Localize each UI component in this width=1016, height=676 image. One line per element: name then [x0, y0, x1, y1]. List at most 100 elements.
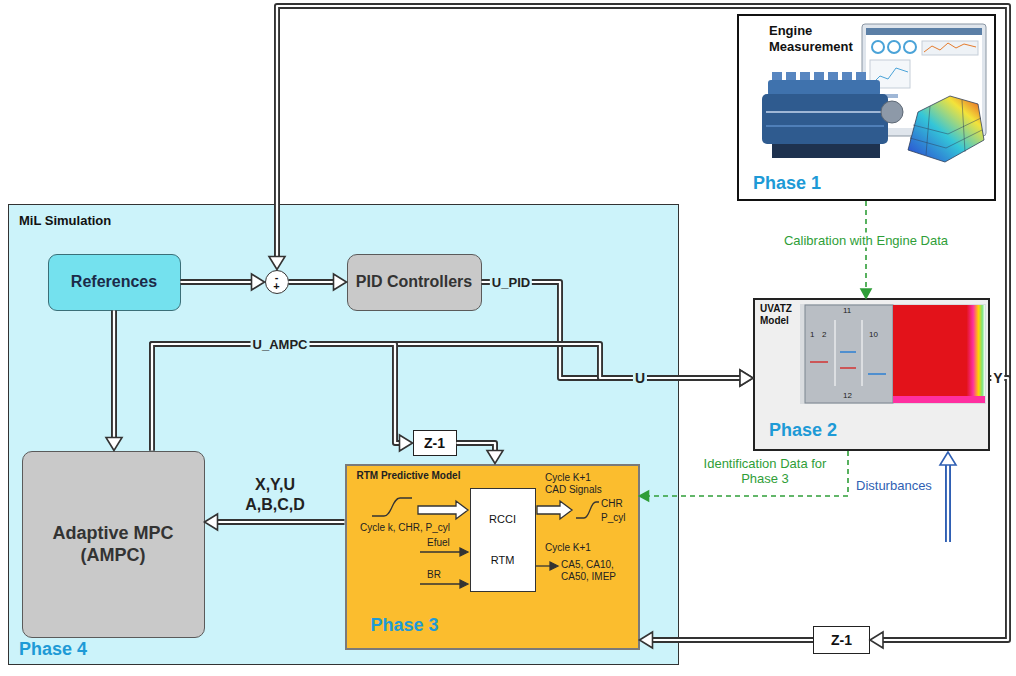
zone-model-illustration: [805, 305, 893, 403]
connector: [152, 344, 753, 451]
engine-illustration: [766, 111, 884, 113]
connector-line: [111, 311, 117, 441]
signal-name: Cycle K+1: [545, 542, 591, 553]
node-title: Engine Measurement: [769, 23, 864, 55]
engine-illustration: [842, 72, 852, 81]
connector-label: X,Y,U A,B,C,D: [233, 475, 317, 515]
node-title: UVATZ Model: [760, 303, 804, 327]
signal-arrows: [372, 498, 412, 516]
connector-line: [646, 451, 849, 496]
engine-illustration: [762, 72, 903, 158]
connector-line: [880, 378, 1008, 640]
node-title: -: [275, 273, 279, 282]
arrowhead: [640, 491, 649, 501]
connector: [205, 514, 345, 530]
engine-illustration: [800, 72, 810, 81]
connector-line: [152, 344, 743, 451]
zone-number: 11: [843, 306, 851, 315]
arrowhead: [106, 438, 122, 451]
node-title: MiL Simulation: [19, 213, 111, 228]
node-title: References: [71, 273, 157, 291]
connector-line: [457, 443, 496, 454]
node-title: PID Controllers: [356, 273, 472, 291]
signal-name: CHR: [601, 498, 623, 509]
signal-arrows: [536, 565, 552, 566]
signal-name: Cycle k, CHR, P_cyl: [360, 522, 450, 533]
reference-box: References: [48, 254, 181, 311]
arrowhead: [870, 632, 883, 648]
engine-illustration: [856, 72, 866, 81]
monitor-illustration: [904, 41, 916, 53]
disturbance-arrow: [940, 452, 956, 465]
zone-model-illustration: [800, 304, 986, 404]
monitor-illustration: [866, 28, 982, 128]
arrowhead: [400, 435, 413, 451]
zone-model-illustration: [800, 304, 986, 404]
connector-line: [113, 311, 115, 441]
signal-arrows: [576, 502, 599, 518]
connector-line: [215, 519, 345, 525]
signal-arrows: [550, 562, 558, 570]
surface-plot: [926, 106, 930, 155]
node-text: +: [273, 282, 279, 291]
connector-line: [650, 637, 814, 643]
connector: [870, 378, 1008, 648]
signal-arrows: [420, 583, 462, 584]
engine-illustration: [772, 144, 880, 158]
connector-label: Identification Data for Phase 3: [688, 456, 842, 486]
signal-name: P_cyl: [601, 512, 625, 523]
connector-line: [457, 443, 496, 454]
surface-plot: [908, 96, 984, 162]
disturbance-arrow: [940, 452, 956, 542]
monitor-illustration: [866, 28, 982, 35]
monitor-illustration: [870, 60, 910, 88]
arrowhead: [334, 274, 347, 290]
arrowhead: [740, 370, 753, 386]
node-title: RTM Predictive Model: [357, 470, 461, 481]
arrowhead: [487, 451, 503, 464]
zone-model-illustration: [868, 373, 886, 375]
disturbance-arrow: [945, 462, 951, 542]
connector-line: [181, 279, 255, 285]
connector-line: [289, 281, 337, 283]
connector-line: [277, 6, 1008, 378]
engine-illustration: [786, 72, 796, 81]
connector: [861, 201, 871, 298]
zone-number: 12: [843, 391, 852, 400]
summing-junction: -+: [265, 270, 289, 294]
surface-plot: [913, 118, 981, 134]
signal-arrows: [537, 501, 572, 519]
surface-plot: [962, 100, 965, 152]
zone-model-illustration: [862, 320, 863, 386]
connector-line: [650, 639, 814, 641]
node-title: RCCI: [489, 513, 516, 525]
zone-model-illustration: [810, 361, 828, 363]
connector: [457, 443, 504, 464]
node-text: Phase 4: [19, 639, 87, 660]
connector: [482, 282, 754, 386]
engine-illustration: [768, 80, 880, 96]
connector-line: [152, 344, 403, 451]
zone-model-illustration: [840, 367, 856, 369]
zone-model-illustration: [893, 396, 985, 403]
monitor-illustration: [862, 24, 986, 136]
connector: [289, 274, 347, 290]
monitor-illustration: [870, 102, 890, 106]
node-text: Phase 3: [371, 615, 439, 636]
engine-illustration: [881, 101, 903, 123]
signal-name: Cycle K+1 CAD Signals: [545, 472, 607, 496]
arrowhead: [861, 289, 871, 298]
connector: [106, 311, 122, 451]
engine-illustration: [828, 72, 838, 81]
surface-plot: [910, 130, 982, 148]
controller-box: Adaptive MPC (AMPC): [22, 451, 205, 638]
phase-panel: Engine MeasurementPhase 1: [737, 14, 996, 201]
delay-block: Z-1: [413, 430, 457, 456]
monitor-illustration: [910, 136, 938, 142]
node-title: Z-1: [831, 632, 852, 648]
connector-line: [482, 282, 744, 378]
arrowhead: [252, 274, 265, 290]
engine-illustration: [762, 94, 888, 144]
monitor-illustration: [922, 41, 978, 55]
